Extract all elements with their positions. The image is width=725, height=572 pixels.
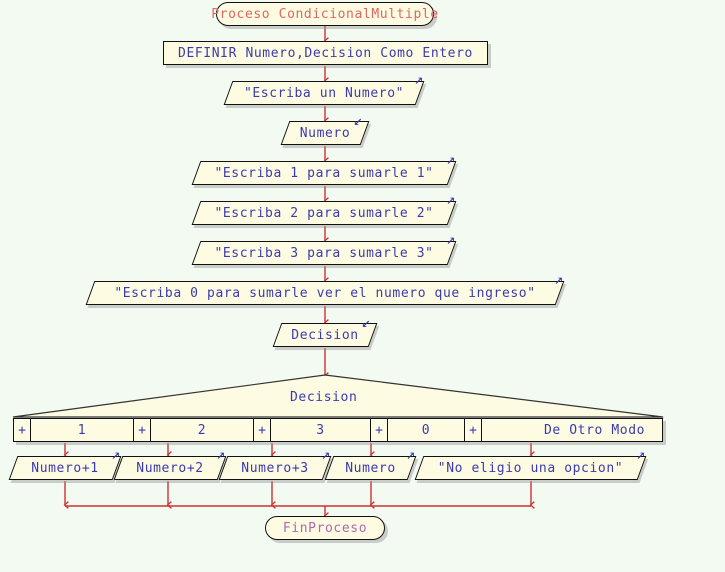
switch-fan — [12, 374, 664, 418]
case-result-default[interactable]: "No eligio una opcion" ↗ — [414, 447, 647, 480]
output-label: "Escriba 1 para sumarle 1" — [214, 165, 434, 181]
case-expand-toggle[interactable]: + — [134, 419, 151, 441]
input-label: Decision — [291, 327, 359, 343]
output-label: Numero+2 — [136, 460, 204, 476]
switch-case-3[interactable]: + 3 — [254, 419, 371, 441]
input-decision[interactable]: Decision ↙ — [272, 315, 378, 347]
output-label: Numero — [345, 460, 396, 476]
switch-case-2[interactable]: + 2 — [134, 419, 254, 441]
output-label: "Escriba 2 para sumarle 2" — [214, 205, 434, 221]
case-result-2[interactable]: Numero+2 ↗ — [113, 447, 227, 480]
output-opcion-2[interactable]: "Escriba 2 para sumarle 2" ↗ — [191, 192, 457, 225]
case-result-1[interactable]: Numero+1 ↗ — [8, 447, 122, 480]
case-expand-toggle[interactable]: + — [371, 419, 388, 441]
declare-variables-box[interactable]: DEFINIR Numero,Decision Como Entero — [163, 41, 488, 65]
output-label: "Escriba 0 para sumarle ver el numero qu… — [114, 285, 536, 301]
case-label[interactable]: 2 — [151, 419, 254, 441]
case-label[interactable]: 3 — [271, 419, 371, 441]
case-label[interactable]: De Otro Modo — [543, 422, 646, 438]
end-terminator[interactable]: FinProceso — [265, 516, 385, 540]
switch-case-1[interactable]: + 1 — [14, 419, 134, 441]
input-label: Numero — [299, 125, 351, 141]
switch-case-default[interactable]: + De Otro Modo — [465, 419, 707, 441]
case-expand-toggle[interactable]: + — [254, 419, 271, 441]
switch-case-table[interactable]: + 1 + 2 + 3 + 0 + De Otro Modo — [13, 418, 663, 442]
case-result-0[interactable]: Numero ↗ — [324, 447, 417, 480]
switch-selector-label: Decision — [290, 390, 358, 405]
declare-variables-label: DEFINIR Numero,Decision Como Entero — [178, 45, 473, 61]
output-label: "Escriba un Numero" — [243, 85, 405, 101]
start-terminator[interactable]: Proceso CondicionalMultiple — [211, 2, 438, 26]
output-label: "Escriba 3 para sumarle 3" — [214, 245, 434, 261]
switch-case-0[interactable]: + 0 — [371, 419, 465, 441]
case-result-3[interactable]: Numero+3 ↗ — [218, 447, 332, 480]
end-label: FinProceso — [282, 520, 368, 536]
output-label: "No eligio una opcion" — [437, 460, 624, 476]
output-escriba-un-numero[interactable]: "Escriba un Numero" ↗ — [223, 72, 425, 105]
case-expand-toggle[interactable]: + — [465, 419, 482, 441]
case-expand-toggle[interactable]: + — [14, 419, 31, 441]
output-opcion-0[interactable]: "Escriba 0 para sumarle ver el numero qu… — [85, 272, 565, 305]
output-label: Numero+3 — [241, 460, 309, 476]
case-label[interactable]: 0 — [388, 419, 465, 441]
output-opcion-1[interactable]: "Escriba 1 para sumarle 1" ↗ — [191, 152, 457, 185]
start-label: Proceso CondicionalMultiple — [211, 6, 439, 22]
input-numero[interactable]: Numero ↙ — [280, 113, 370, 145]
output-opcion-3[interactable]: "Escriba 3 para sumarle 3" ↗ — [191, 232, 457, 265]
output-label: Numero+1 — [31, 460, 99, 476]
case-label[interactable]: 1 — [31, 419, 134, 441]
